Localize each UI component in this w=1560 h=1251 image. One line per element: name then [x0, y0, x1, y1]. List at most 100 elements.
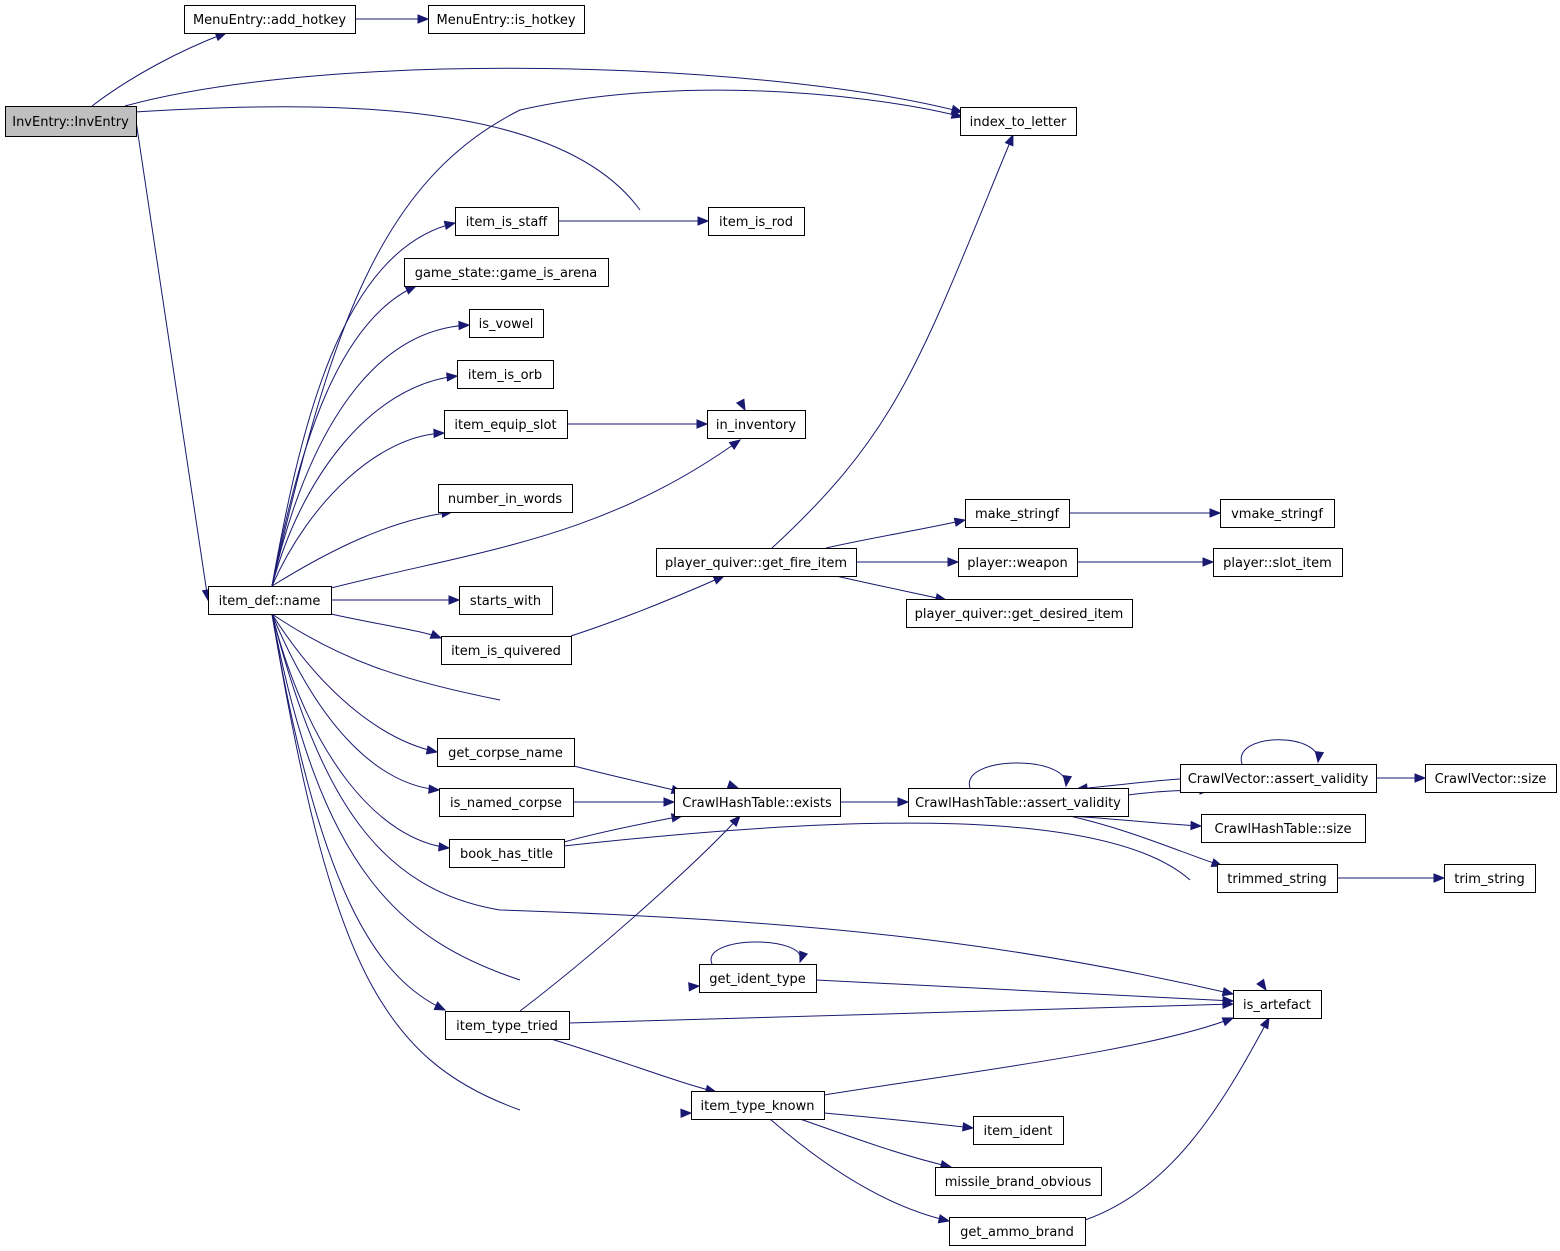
arrowhead	[688, 982, 701, 992]
node-inventry[interactable]: InvEntry::InvEntry	[5, 106, 137, 137]
node-box[interactable]	[708, 207, 805, 236]
arrowhead	[428, 784, 441, 794]
node-make-stringf[interactable]: make_stringf	[965, 499, 1070, 528]
node-book-has-title[interactable]: book_has_title	[449, 839, 565, 868]
node-is-hotkey[interactable]: MenuEntry::is_hotkey	[428, 5, 585, 34]
arrowhead	[438, 842, 451, 852]
node-box[interactable]	[656, 548, 857, 577]
node-cht-exists[interactable]: CrawlHashTable::exists	[674, 788, 841, 817]
node-box[interactable]	[949, 1217, 1086, 1246]
node-box[interactable]	[1425, 764, 1557, 793]
node-item-def-name[interactable]: item_def::name	[208, 586, 332, 615]
node-box[interactable]	[208, 586, 332, 615]
edge-line	[271, 613, 446, 1011]
edge-line	[563, 815, 683, 843]
node-box[interactable]	[444, 410, 568, 439]
node-box[interactable]	[965, 499, 1070, 528]
node-box[interactable]	[437, 738, 575, 767]
node-label: player_quiver::get_fire_item	[665, 556, 847, 571]
edge-item_def_name-to-item_is_orb	[271, 372, 459, 587]
node-box[interactable]	[958, 548, 1078, 577]
node-box[interactable]	[445, 1011, 570, 1040]
node-item-is-quivered[interactable]: item_is_quivered	[441, 636, 572, 665]
edge-line	[835, 575, 947, 601]
edge-item_type_tried-to-item_type_known	[550, 1038, 718, 1094]
node-box[interactable]	[1444, 864, 1536, 893]
node-box[interactable]	[707, 410, 806, 439]
node-box[interactable]	[908, 788, 1129, 817]
edge-get_fire_item-to-index_to_letter	[771, 133, 1014, 549]
node-item-type-known[interactable]: item_type_known	[691, 1091, 825, 1120]
node-box[interactable]	[438, 484, 573, 513]
edge-line	[550, 1038, 717, 1093]
node-game-is-arena[interactable]: game_state::game_is_arena	[404, 258, 609, 287]
node-box[interactable]	[1233, 990, 1322, 1019]
node-get-corpse-name[interactable]: get_corpse_name	[437, 738, 575, 767]
edge-line	[135, 120, 209, 601]
node-missile-brand-obvious[interactable]: missile_brand_obvious	[935, 1167, 1102, 1196]
node-item-is-rod[interactable]: item_is_rod	[708, 207, 805, 236]
node-number-in-words[interactable]: number_in_words	[438, 484, 573, 513]
node-box[interactable]	[1213, 548, 1343, 577]
node-item-equip-slot[interactable]: item_equip_slot	[444, 410, 568, 439]
node-is-vowel[interactable]: is_vowel	[469, 309, 544, 338]
node-cht-assert-validity[interactable]: CrawlHashTable::assert_validity	[908, 788, 1129, 817]
node-slot-item[interactable]: player::slot_item	[1213, 548, 1343, 577]
node-label: is_vowel	[479, 317, 534, 332]
node-item-ident[interactable]: item_ident	[973, 1116, 1064, 1145]
node-box[interactable]	[1180, 764, 1377, 793]
node-is-named-corpse[interactable]: is_named_corpse	[439, 788, 574, 817]
node-box[interactable]	[459, 586, 553, 615]
node-is-artefact[interactable]: is_artefact	[1233, 990, 1322, 1019]
node-box[interactable]	[184, 5, 356, 34]
node-trim-string[interactable]: trim_string	[1444, 864, 1536, 893]
node-box[interactable]	[973, 1116, 1064, 1145]
node-get-desired-item[interactable]: player_quiver::get_desired_item	[906, 599, 1133, 628]
edge-item_def_name-to-starts_with	[331, 595, 461, 605]
node-box[interactable]	[906, 599, 1133, 628]
node-item-is-staff[interactable]: item_is_staff	[455, 207, 559, 236]
node-weapon[interactable]: player::weapon	[958, 548, 1078, 577]
node-starts-with[interactable]: starts_with	[459, 586, 553, 615]
node-box[interactable]	[5, 106, 137, 137]
node-box[interactable]	[404, 258, 609, 287]
arrowhead	[680, 1108, 693, 1119]
edge-item_def_name-to-get_ident_type	[271, 613, 701, 992]
node-box[interactable]	[935, 1167, 1102, 1196]
node-cht-size[interactable]: CrawlHashTable::size	[1201, 814, 1366, 843]
edge-get_corpse_name-to-cht_exists	[573, 765, 684, 795]
node-box[interactable]	[449, 839, 565, 868]
arrowhead	[897, 797, 910, 807]
edge-item_def_name-to-item_equip_slot	[271, 428, 446, 587]
edge-line	[825, 519, 966, 549]
node-get-fire-item[interactable]: player_quiver::get_fire_item	[656, 548, 857, 577]
node-vmake-stringf[interactable]: vmake_stringf	[1220, 499, 1335, 528]
node-box[interactable]	[457, 360, 554, 389]
node-box[interactable]	[674, 788, 841, 817]
node-cv-assert-validity[interactable]: CrawlVector::assert_validity	[1180, 764, 1377, 793]
node-item-type-tried[interactable]: item_type_tried	[445, 1011, 570, 1040]
node-label: starts_with	[470, 594, 541, 609]
node-box[interactable]	[455, 207, 559, 236]
node-box[interactable]	[960, 107, 1077, 136]
node-index-to-letter[interactable]: index_to_letter	[960, 107, 1077, 136]
edge-item_equip_slot-to-in_inventory	[567, 419, 709, 429]
node-get-ammo-brand[interactable]: get_ammo_brand	[949, 1217, 1086, 1246]
node-add-hotkey[interactable]: MenuEntry::add_hotkey	[184, 5, 356, 34]
node-box[interactable]	[439, 788, 574, 817]
node-item-is-orb[interactable]: item_is_orb	[457, 360, 554, 389]
node-trimmed-string[interactable]: trimmed_string	[1217, 864, 1338, 893]
node-box[interactable]	[691, 1091, 825, 1120]
node-box[interactable]	[428, 5, 585, 34]
node-box[interactable]	[1201, 814, 1366, 843]
node-box[interactable]	[699, 964, 817, 993]
node-box[interactable]	[441, 636, 572, 665]
node-in-inventory[interactable]: in_inventory	[707, 410, 806, 439]
node-box[interactable]	[1217, 864, 1338, 893]
node-get-ident-type[interactable]: get_ident_type	[699, 964, 817, 993]
edge-line	[271, 285, 417, 587]
node-cv-size[interactable]: CrawlVector::size	[1425, 764, 1557, 793]
node-box[interactable]	[1220, 499, 1335, 528]
node-box[interactable]	[469, 309, 544, 338]
